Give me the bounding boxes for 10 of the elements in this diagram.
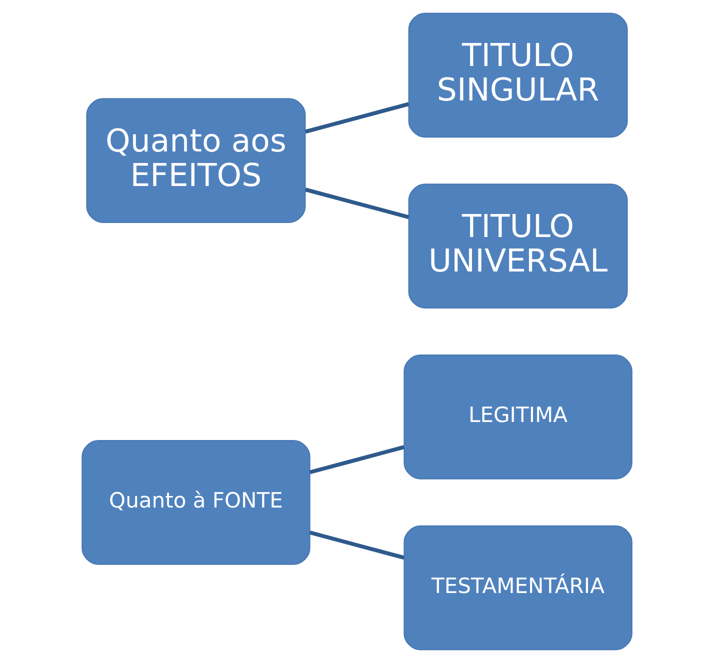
connector [309, 445, 405, 474]
node-box: TITULO SINGULAR [408, 12, 628, 138]
node-box: Quanto à FONTE [82, 440, 310, 565]
connector [304, 102, 410, 134]
node-box: TITULO UNIVERSAL [408, 184, 628, 308]
node-box: Quanto aos EFEITOS [86, 98, 306, 224]
connector [309, 530, 405, 560]
node-box: LEGITIMA [404, 354, 632, 480]
node-box: TESTAMENTÁRIA [404, 525, 632, 650]
connector [304, 188, 410, 220]
